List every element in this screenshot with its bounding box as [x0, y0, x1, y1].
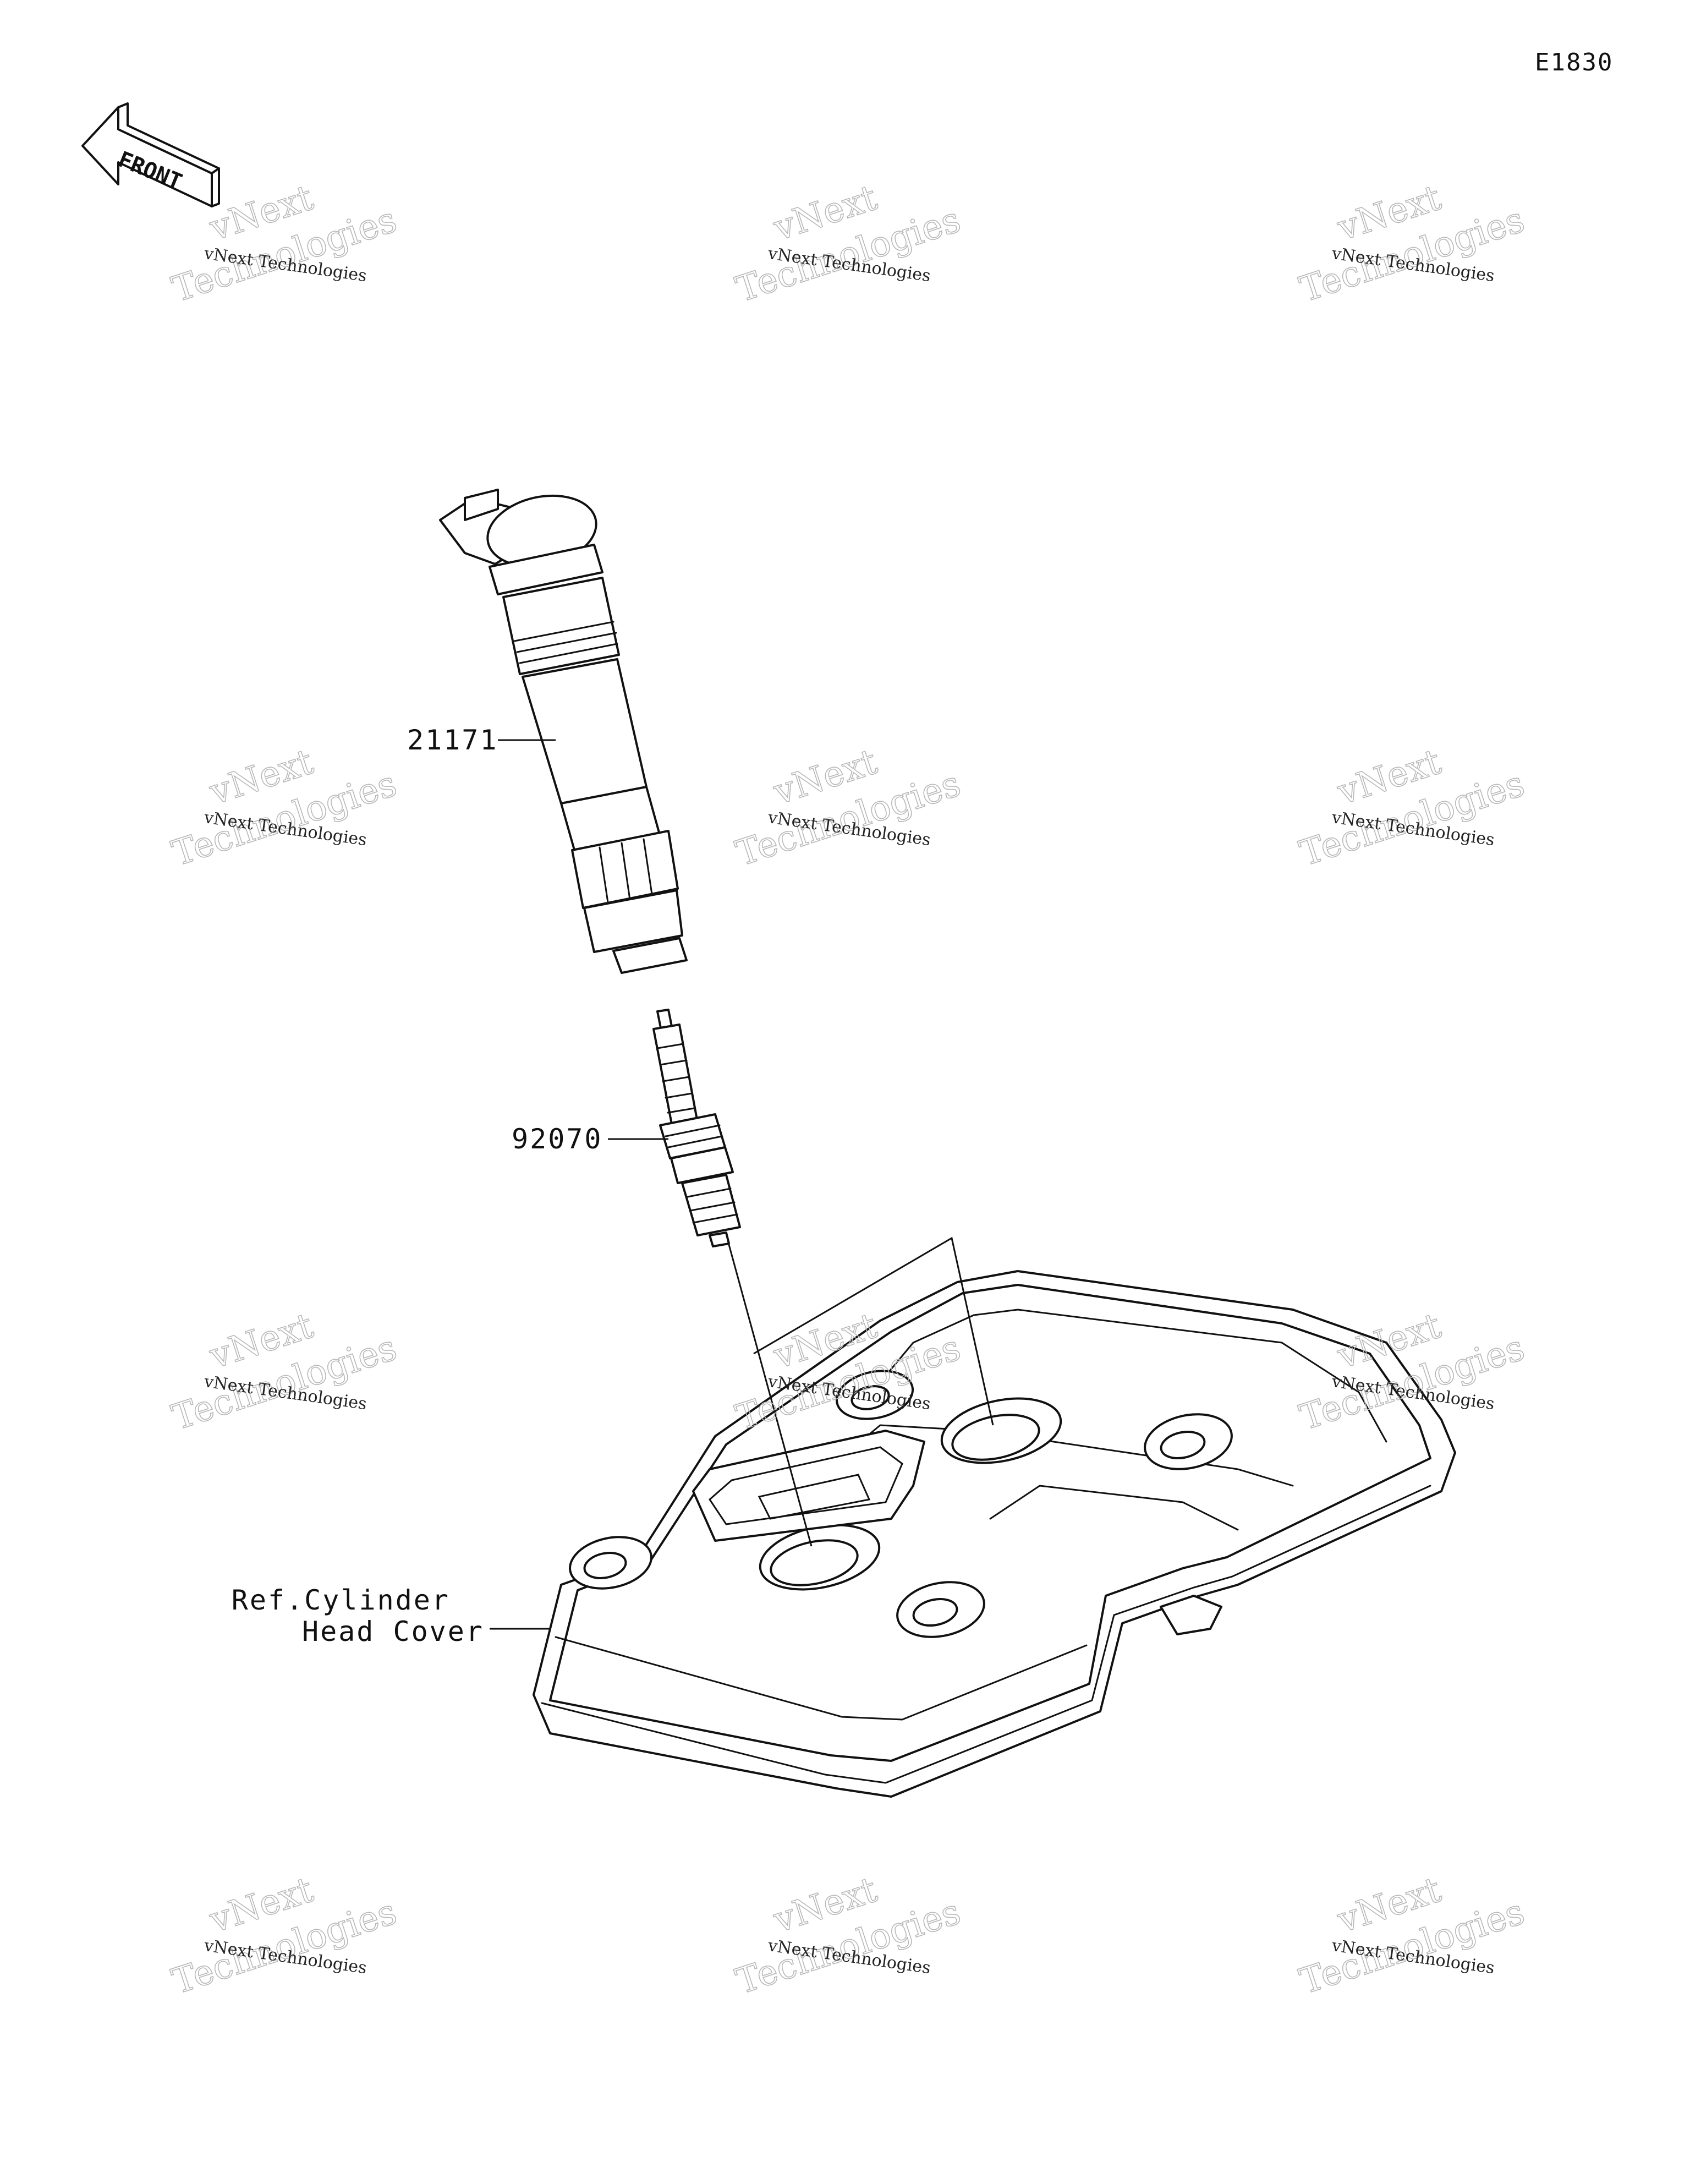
part-number-92070[interactable]: 92070 — [512, 1123, 603, 1155]
reference-label-line2: Head Cover — [302, 1616, 484, 1647]
reference-label-line1: Ref.Cylinder — [232, 1584, 450, 1616]
ignition-coil — [439, 489, 688, 974]
spark-plug — [652, 1009, 741, 1247]
figure-code: E1830 — [1535, 48, 1613, 76]
part-number-21171[interactable]: 21171 — [407, 724, 498, 756]
leader-lines — [490, 739, 994, 1630]
cylinder-head-cover — [533, 1270, 1456, 1798]
front-arrow-icon: FRONT — [81, 102, 220, 207]
